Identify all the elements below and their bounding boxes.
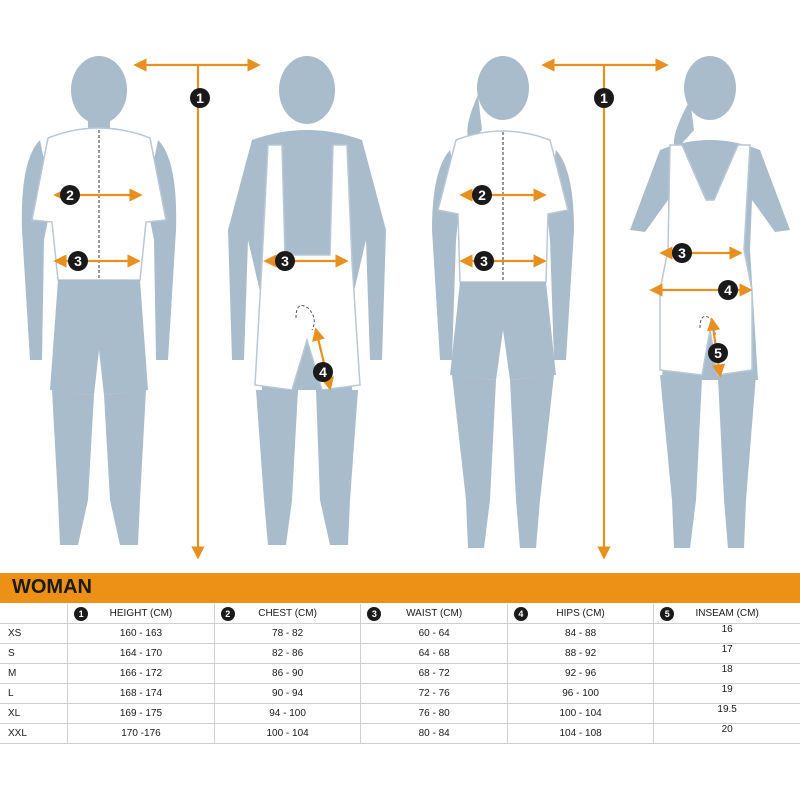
table-row: L 168 - 174 90 - 94 72 - 76 96 - 100 19 [0,683,800,704]
height-cell: 168 - 174 [67,683,215,704]
inseam-cell: 16 [653,623,800,644]
height-cell: 160 - 163 [67,623,215,644]
inseam-cell: 20 [653,723,800,744]
chest-cell: 100 - 104 [213,723,361,744]
man-front-figure: 2 3 [21,56,177,545]
hips-cell: 88 - 92 [506,643,654,664]
waist-cell: 64 - 68 [360,643,508,664]
svg-text:1: 1 [196,90,204,106]
table-row: XS 160 - 163 78 - 82 60 - 64 84 - 88 16 [0,623,800,644]
size-cell: XS [0,623,68,644]
chest-badge-woman: 2 [472,185,492,205]
chest-badge-man: 2 [60,185,80,205]
waist-badge-man-back: 3 [275,251,295,271]
size-cell: L [0,683,68,704]
waist-badge-woman: 3 [474,251,494,271]
table-row: XL 169 - 175 94 - 100 76 - 80 100 - 104 … [0,703,800,724]
chest-cell: 94 - 100 [213,703,361,724]
height-cell: 169 - 175 [67,703,215,724]
hips-cell: 92 - 96 [506,663,654,684]
svg-text:3: 3 [480,253,488,269]
chest-cell: 90 - 94 [213,683,361,704]
inseam-cell: 19.5 [653,703,800,724]
hips-cell: 100 - 104 [506,703,654,724]
chest-cell: 78 - 82 [213,623,361,644]
svg-text:2: 2 [478,187,486,203]
chest-badge-icon: 2 [220,607,235,621]
waist-cell: 72 - 76 [360,683,508,704]
inseam-cell: 19 [653,683,800,704]
svg-text:4: 4 [724,282,732,298]
table-row: M 166 - 172 86 - 90 68 - 72 92 - 96 18 [0,663,800,684]
svg-text:2: 2 [66,187,74,203]
height-cell: 166 - 172 [67,663,215,684]
chest-cell: 82 - 86 [213,643,361,664]
hips-cell: 96 - 100 [506,683,654,704]
size-cell: XL [0,703,68,724]
inseam-cell: 18 [653,663,800,684]
waist-cell: 76 - 80 [360,703,508,724]
height-cell: 170 -176 [67,723,215,744]
size-chart-title: WOMAN [12,576,92,598]
waist-cell: 80 - 84 [360,723,508,744]
size-cell: S [0,643,68,664]
waist-badge-man: 3 [68,251,88,271]
svg-text:1: 1 [600,90,608,106]
hips-badge-man-back: 4 [313,362,333,382]
chest-cell: 86 - 90 [213,663,361,684]
measurement-diagram: 2 3 1 3 4 [21,56,790,560]
svg-text:3: 3 [281,253,289,269]
table-row: XXL 170 -176 100 - 104 80 - 84 104 - 108… [0,723,800,744]
height-badge-icon: 1 [74,607,89,621]
woman-back-figure: 3 4 5 [630,56,790,548]
size-chart-header-bar: WOMAN [0,573,800,603]
hips-cell: 84 - 88 [506,623,654,644]
size-column-header [0,604,68,624]
svg-text:4: 4 [319,364,327,380]
woman-front-figure: 2 3 [432,56,574,548]
height-cell: 164 - 170 [67,643,215,664]
waist-badge-woman-back: 3 [672,243,692,263]
size-cell: XXL [0,723,68,744]
svg-text:3: 3 [678,245,686,261]
inseam-badge-icon: 5 [660,607,675,621]
waist-cell: 68 - 72 [360,663,508,684]
man-back-figure: 3 4 [228,56,386,545]
inseam-badge-woman-back: 5 [708,343,728,363]
svg-text:5: 5 [714,345,722,361]
table-row: S 164 - 170 82 - 86 64 - 68 88 - 92 17 [0,643,800,664]
height-arrow-man: 1 [133,58,261,560]
inseam-cell: 17 [653,643,800,664]
hips-cell: 104 - 108 [506,723,654,744]
waist-cell: 60 - 64 [360,623,508,644]
size-cell: M [0,663,68,684]
svg-text:3: 3 [74,253,82,269]
hips-badge-woman-back: 4 [718,280,738,300]
waist-badge-icon: 3 [367,607,382,621]
height-arrow-woman: 1 [541,58,669,560]
hips-badge-icon: 4 [513,607,528,621]
